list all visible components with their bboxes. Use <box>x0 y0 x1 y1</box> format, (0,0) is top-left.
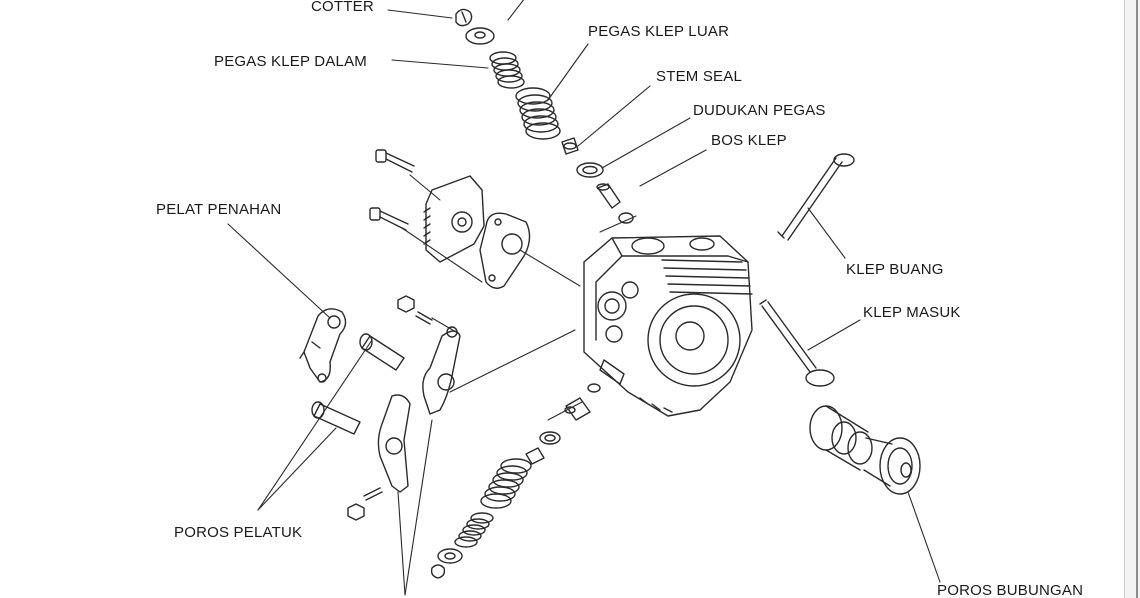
spring-retainer <box>465 27 495 45</box>
label-cotter: COTTER <box>311 0 374 15</box>
o-ring <box>618 212 634 224</box>
adjuster-nut-upper <box>397 295 433 325</box>
exhaust-valve <box>777 153 855 241</box>
lower-retainer <box>437 548 463 564</box>
bolt-upper <box>375 149 415 173</box>
stem-seal <box>561 137 579 155</box>
intake-valve <box>759 299 835 387</box>
outer-valve-spring <box>515 87 561 140</box>
label-dudukan-pegas: DUDUKAN PEGAS <box>693 102 826 119</box>
tensioner-block <box>423 175 485 263</box>
lower-valve-guide <box>564 397 591 421</box>
rocker-arm-lower <box>377 394 411 493</box>
lower-o-ring <box>587 383 601 393</box>
label-poros-pelatuk: POROS PELATUK <box>174 524 303 541</box>
label-klep-masuk: KLEP MASUK <box>863 304 961 321</box>
label-klep-buang: KLEP BUANG <box>846 261 944 278</box>
label-pegas-klep-dalam: PEGAS KLEP DALAM <box>214 53 367 70</box>
right-edge-frame <box>1124 0 1140 598</box>
valve-guide <box>596 183 621 209</box>
adjuster-nut-lower <box>347 487 383 521</box>
lower-inner-spring <box>454 512 494 548</box>
cylinder-head <box>583 235 753 417</box>
cotter <box>455 8 473 27</box>
label-stem-seal: STEM SEAL <box>656 68 742 85</box>
lower-cotter <box>430 564 446 579</box>
label-bos-klep: BOS KLEP <box>711 132 787 149</box>
spring-seat <box>576 162 604 178</box>
rocker-shaft-lower <box>311 401 361 435</box>
label-pelat-penahan: PELAT PENAHAN <box>156 201 282 218</box>
bolt-lower <box>369 207 409 231</box>
rocker-shaft-upper <box>359 333 405 371</box>
inner-valve-spring <box>489 51 525 89</box>
lower-spring-seat <box>539 431 561 445</box>
camshaft <box>809 405 921 495</box>
lower-stem-seal <box>525 447 545 465</box>
gasket-plate <box>479 212 531 289</box>
label-pegas-klep-luar: PEGAS KLEP LUAR <box>588 23 730 40</box>
lower-outer-spring <box>480 458 532 509</box>
label-poros-bubungan: POROS BUBUNGAN <box>937 582 1084 598</box>
retainer-plate <box>299 308 347 383</box>
rocker-arm-upper <box>422 326 461 415</box>
leader-lines <box>227 0 941 596</box>
